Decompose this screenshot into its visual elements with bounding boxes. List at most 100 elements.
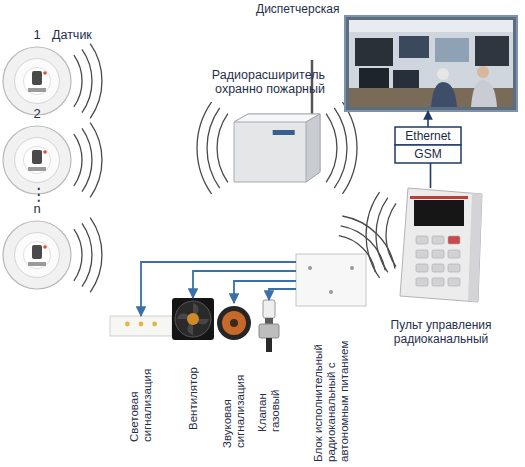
sensor-led (43, 71, 47, 75)
siren-center (230, 319, 238, 327)
node-shape (2, 46, 72, 116)
node-label: Клапан газовый (256, 360, 282, 432)
wall-monitor (435, 38, 469, 62)
wall-monitor (475, 36, 509, 66)
node-shape (296, 254, 366, 306)
radio-wave (82, 223, 92, 286)
executive-block: Блок исполнительный радиоканальный с авт… (296, 254, 366, 306)
person-body (431, 82, 457, 107)
block-body (296, 254, 366, 306)
sensor-cap (23, 67, 50, 94)
node-label: 1 (27, 27, 47, 42)
radio-wave (90, 123, 102, 198)
radio-wave (217, 114, 228, 183)
radio-wave (90, 44, 102, 119)
panel-key (448, 278, 460, 286)
panel-key (448, 250, 460, 258)
sensor-logo (28, 88, 46, 92)
gas-valve: Клапан газовый (256, 300, 282, 352)
desk-monitor (393, 70, 419, 88)
panel-key (448, 236, 460, 244)
photo-frame (345, 16, 517, 111)
node-label: Диспетчерская (256, 2, 348, 16)
node-label: Звуковая сигнализация (221, 352, 247, 448)
node-shape (256, 300, 282, 352)
connector-line (193, 271, 296, 298)
sensor-chamber (32, 150, 42, 164)
person-head (477, 66, 489, 78)
connector-line (430, 163, 432, 188)
connector-line (427, 111, 429, 127)
block-screw (329, 290, 333, 294)
sound-signal: Звуковая сигнализация (216, 303, 252, 343)
connector-line (141, 262, 296, 316)
dispatch-photo: Диспетчерская (345, 16, 517, 111)
sensor-ring (15, 59, 60, 104)
radio-wave (74, 55, 82, 107)
light-lamp (125, 322, 130, 327)
wall-monitor (399, 36, 429, 58)
block-screw (350, 266, 354, 270)
person-body (471, 80, 497, 107)
sensor-caption: Датчик (52, 28, 112, 42)
radio-expander: Радиорасширитель охранно пожарный (234, 114, 320, 182)
fan-frame (172, 298, 214, 340)
radio-wave (326, 114, 337, 183)
panel-key (432, 264, 444, 272)
node-label: Световая сигнализация (128, 346, 154, 442)
node-label: Вентилятор (187, 350, 200, 430)
sensor-ring (15, 233, 60, 278)
node-label: GSM (395, 145, 461, 163)
panel-accent (410, 196, 468, 199)
box-side (306, 114, 320, 182)
radio-wave (334, 108, 347, 188)
network-box: Ethernet (395, 127, 461, 145)
light-lamp (152, 322, 157, 327)
valve-coil (263, 300, 275, 318)
siren-body (217, 306, 251, 340)
panel-screen (414, 200, 464, 226)
smoke-sensor: 1 (2, 46, 72, 116)
panel-key (432, 236, 444, 244)
box-label-strip (273, 130, 295, 135)
light-lamp (139, 322, 144, 327)
sensor-body (3, 221, 71, 289)
wall-monitor (355, 38, 393, 66)
box-body (234, 114, 320, 182)
panel-key (416, 250, 428, 258)
ellipsis-mark: ⋮ (30, 184, 46, 205)
node-shape (234, 114, 320, 182)
radio-wave (386, 203, 396, 266)
sensor-logo (28, 167, 46, 171)
radio-wave (74, 134, 82, 186)
panel-side (468, 193, 482, 302)
photo-ceiling (349, 20, 513, 32)
valve-neck (265, 318, 273, 324)
node-shape (216, 303, 252, 343)
sensor-cap (23, 241, 50, 268)
node-shape (400, 188, 482, 302)
radio-wave (207, 108, 220, 188)
radio-wave (197, 102, 211, 194)
panel-key (432, 250, 444, 258)
fan-hub (187, 313, 199, 325)
box-outline (395, 127, 461, 145)
node-shape (345, 16, 517, 111)
light-signal: Световая сигнализация (110, 316, 172, 336)
valve-pipe (266, 338, 272, 352)
node-label: Радиорасширитель охранно пожарный (185, 68, 325, 96)
light-plate (110, 316, 172, 336)
node-shape (2, 220, 72, 290)
sensor-chamber (32, 245, 42, 259)
fan-ring (175, 301, 211, 337)
node-label: 2 (27, 106, 47, 121)
control-panel: Пульт управления радиоканальный (400, 188, 482, 302)
desk-monitor (359, 68, 389, 88)
panel-body (400, 188, 482, 302)
node-shape (110, 316, 172, 336)
node-label: Пульт управления радиоканальный (366, 318, 516, 346)
sensor-led (43, 245, 47, 249)
box-outline (395, 145, 461, 163)
